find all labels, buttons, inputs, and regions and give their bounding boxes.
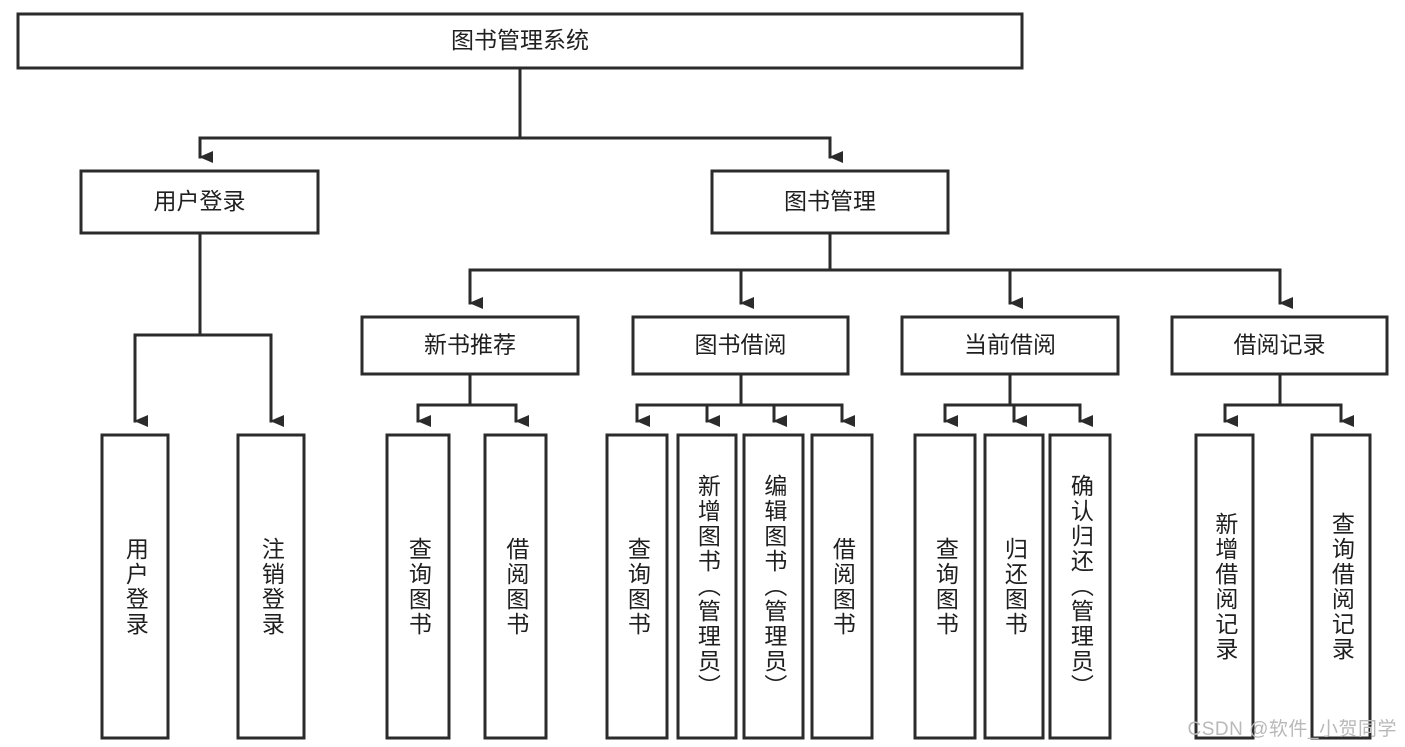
node-box-leaf-add-book-admin[interactable] <box>676 433 738 740</box>
node-box-user-login[interactable] <box>79 169 320 235</box>
node-label-new-book-recommend: 新书推荐 <box>424 332 516 358</box>
node-box-book-manage[interactable] <box>710 169 950 235</box>
node-box-root[interactable] <box>16 12 1024 70</box>
node-label-borrow-record: 借阅记录 <box>1234 332 1326 358</box>
csdn-watermark: CSDN @软件_小贺同学 <box>1187 719 1397 740</box>
node-box-leaf-edit-book-admin[interactable] <box>742 433 805 740</box>
connector-layer <box>133 66 1354 427</box>
node-label-current-borrow: 当前借阅 <box>964 332 1056 358</box>
node-box-leaf-query-book-rec[interactable] <box>385 433 451 740</box>
node-box-leaf-add-borrow-record[interactable] <box>1194 433 1255 740</box>
node-box-leaf-logout[interactable] <box>236 433 306 740</box>
node-label-book-borrow: 图书借阅 <box>695 332 787 358</box>
node-box-leaf-user-login[interactable] <box>100 433 170 740</box>
node-box-current-borrow[interactable] <box>900 315 1120 376</box>
node-box-leaf-confirm-return-admin[interactable] <box>1048 433 1112 740</box>
node-box-leaf-query-borrow-record[interactable] <box>1310 433 1372 740</box>
node-box-new-book-recommend[interactable] <box>360 315 580 376</box>
node-box-leaf-borrow-book[interactable] <box>810 433 874 740</box>
box-layer <box>16 12 1389 740</box>
node-label-user-login: 用户登录 <box>154 188 246 214</box>
node-label-root: 图书管理系统 <box>451 27 589 53</box>
node-box-borrow-record[interactable] <box>1170 315 1389 376</box>
node-box-leaf-return-book[interactable] <box>983 433 1045 740</box>
node-box-book-borrow[interactable] <box>631 315 850 376</box>
node-box-leaf-borrow-book-rec[interactable] <box>483 433 548 740</box>
node-box-leaf-query-book-current[interactable] <box>913 433 977 740</box>
node-label-book-manage: 图书管理 <box>784 188 876 214</box>
node-box-leaf-query-book-borrow[interactable] <box>605 433 669 740</box>
